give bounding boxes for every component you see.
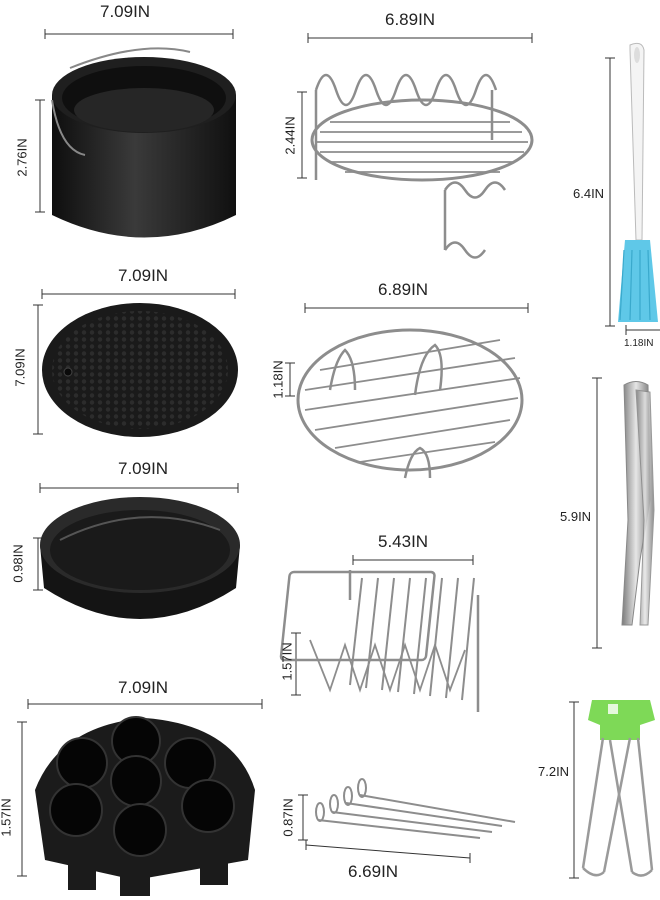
high-cooking-rack [310,73,534,259]
dimension-lines [17,29,660,879]
cake-pan-width-label: 7.09IN [118,459,169,478]
pan-width-label: 7.09IN [100,2,151,21]
skewer-height-label: 0.87IN [280,798,296,837]
mat-height-label: 7.09IN [12,348,28,387]
mat-width-label: 7.09IN [118,266,169,285]
muffin-width-label: 7.09IN [118,678,169,697]
silicone-mat [42,303,238,437]
rack-low-height-label: 1.18IN [270,360,286,399]
rack-low-width-label: 6.89IN [378,280,429,299]
rack-high-width-label: 6.89IN [385,10,436,29]
silicone-brush [618,42,658,322]
skewer-length-label: 6.69IN [348,862,399,881]
clip-height-label: 7.2IN [538,764,570,779]
plate-clip [581,700,655,877]
toast-rack-width-label: 5.43IN [378,532,429,551]
brush-length-label: 6.4IN [573,186,605,201]
baking-pot [51,47,236,238]
muffin-mould [35,716,255,896]
cake-pan-height-label: 0.98IN [10,544,26,583]
tongs-length-label: 5.9IN [560,509,592,524]
toast-rack-height-label: 1.57IN [279,642,295,681]
cake-pan [40,497,240,619]
brush-width-label: 1.18IN [624,338,654,349]
toast-rack [279,570,480,712]
low-cooking-rack [296,328,524,479]
muffin-height-label: 1.57IN [0,798,14,837]
pan-height-label: 2.76IN [14,138,30,177]
rack-high-height-label: 2.44IN [282,116,298,155]
skewers [315,778,516,839]
food-tongs [621,381,655,626]
